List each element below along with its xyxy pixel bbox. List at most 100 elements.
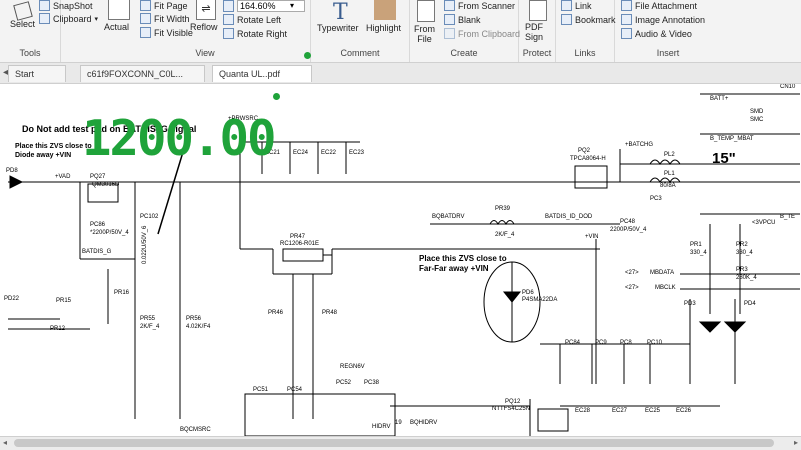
- fit-visible-button[interactable]: Fit Visible: [140, 27, 193, 38]
- schematic-label-batdis-g: BATDIS_G: [82, 249, 112, 255]
- scanner-icon: [444, 0, 455, 11]
- highlight-button[interactable]: Highlight: [366, 23, 402, 33]
- rotate-right-button[interactable]: Rotate Right: [223, 28, 287, 39]
- schematic-pd4: PD4: [744, 301, 756, 307]
- insert-group: File Attachment Image Annotation Audio &…: [615, 0, 801, 62]
- tab-foxconn-pdf[interactable]: c61f9FOXCONN_C0L...: [80, 65, 205, 82]
- schematic-pr47: PR47: [290, 234, 306, 240]
- actual-size-icon: [108, 0, 130, 20]
- blank-page-icon: [444, 14, 455, 25]
- schematic-pr55-value: 2K/F_4: [140, 324, 160, 330]
- paperclip-icon: [621, 0, 632, 11]
- blank-button[interactable]: Blank: [444, 14, 481, 25]
- schematic-label-bqbatdrv: BQBATDRV: [432, 214, 465, 220]
- fit-page-button[interactable]: Fit Page: [140, 0, 188, 11]
- audio-video-button[interactable]: Audio & Video: [621, 28, 692, 39]
- schematic-pr3-value: 280K_4: [736, 275, 757, 281]
- overlay-dot-top: [304, 52, 311, 59]
- schematic-label-bqhidrv: BQHIDRV: [410, 420, 438, 426]
- clipboard-icon: [39, 13, 50, 24]
- schematic-pc48-value: 2200P/50V_4: [610, 227, 647, 233]
- schematic-pr55: PR55: [140, 316, 156, 322]
- schematic-pr48: PR48: [322, 310, 338, 316]
- schematic-ec27: EC27: [612, 408, 628, 414]
- rotate-right-icon: [223, 28, 234, 39]
- bookmark-button[interactable]: Bookmark: [561, 14, 616, 25]
- schematic-label-vad: +VAD: [55, 174, 71, 180]
- highlight-icon: [374, 0, 396, 20]
- schematic-label-mbclk: MBCLK: [655, 285, 676, 291]
- schematic-pc48: PC48: [620, 219, 636, 225]
- rotate-left-button[interactable]: Rotate Left: [223, 14, 281, 25]
- tab-start[interactable]: Start: [8, 65, 66, 82]
- schematic-label-batchg: +BATCHG: [625, 142, 654, 148]
- tab-scroll-icon[interactable]: ◂: [3, 67, 9, 78]
- schematic-pd8: PD8: [6, 168, 18, 174]
- schematic-label-3vpcu: <3VPCU: [752, 220, 776, 226]
- schematic-pr46: PR46: [268, 310, 284, 316]
- clipboard-button[interactable]: Clipboard ▾: [39, 13, 98, 24]
- insert-group-label: Insert: [656, 48, 680, 58]
- schematic-pd6-value: P4SMA22DA: [522, 297, 558, 303]
- horizontal-scrollbar[interactable]: ◂ ▸: [0, 436, 801, 450]
- from-file-button[interactable]: From File: [414, 24, 435, 44]
- snapshot-button[interactable]: SnapShot: [39, 0, 93, 11]
- schematic-ec23: EC23: [349, 150, 365, 156]
- schematic-label-prwsrc: +PRWSRC: [228, 116, 259, 122]
- view-group: Actual Fit Page Fit Width Fit Visible ⇌ …: [100, 0, 311, 62]
- overlay-dot-bottom: [273, 93, 280, 100]
- schematic-pr15: PR15: [56, 298, 72, 304]
- schematic-pr2-value: 330_4: [736, 250, 753, 256]
- overlay-value-readout: 1200.00: [82, 110, 277, 167]
- scroll-right-icon[interactable]: ▸: [793, 438, 798, 447]
- tools-group: Select Tools: [0, 0, 61, 62]
- image-annotation-button[interactable]: Image Annotation: [621, 14, 705, 25]
- tab-quanta-pdf[interactable]: Quanta UL..pdf: [212, 65, 312, 82]
- schematic-pl2: PL2: [664, 152, 675, 158]
- ribbon-toolbar: Select Tools SnapShot Clipboard ▾ Actual…: [0, 0, 801, 63]
- reflow-button[interactable]: Reflow: [190, 22, 218, 32]
- schematic-pr2: PR2: [736, 242, 748, 248]
- pdf-sign-icon: [529, 0, 547, 21]
- schematic-label-smc: SMC: [750, 117, 764, 123]
- schematic-pc102-value: 0.022U/50V_6: [142, 225, 148, 264]
- fit-width-button[interactable]: Fit Width: [140, 13, 190, 24]
- link-icon: [561, 0, 572, 11]
- schematic-label-regn6v: REGN6V: [340, 364, 365, 370]
- schematic-ec26: EC26: [676, 408, 692, 414]
- from-scanner-button[interactable]: From Scanner: [444, 0, 515, 11]
- protect-group: PDF Sign Protect: [519, 0, 556, 62]
- schematic-pq12: PQ12: [505, 399, 521, 405]
- schematic-pd3: PD3: [684, 301, 696, 307]
- scroll-left-icon[interactable]: ◂: [3, 438, 8, 447]
- link-button[interactable]: Link: [561, 0, 592, 11]
- fit-width-icon: [140, 13, 151, 24]
- schematic-tpca8064h: TPCA8064-H: [570, 156, 606, 162]
- from-clipboard-button[interactable]: From Clipboard: [444, 28, 520, 39]
- schematic-pr1: PR1: [690, 242, 702, 248]
- select-button[interactable]: Select: [10, 1, 35, 29]
- schematic-pr16: PR16: [114, 290, 130, 296]
- schematic-pr39-value: 2K/F_4: [495, 232, 515, 238]
- schematic-label-hidrv: HIDRV: [372, 424, 391, 430]
- schematic-ec28: EC28: [575, 408, 591, 414]
- zoom-level-field[interactable]: 164.60%: [237, 0, 305, 12]
- comment-group: T Typewriter Highlight Comment: [311, 0, 410, 62]
- schematic-pc102: PC102: [140, 214, 159, 220]
- media-icon: [621, 28, 632, 39]
- fit-page-icon: [140, 0, 151, 11]
- typewriter-button[interactable]: Typewriter: [317, 23, 359, 33]
- file-attachment-button[interactable]: File Attachment: [621, 0, 697, 11]
- schematic-pc51: PC51: [253, 387, 269, 393]
- schematic-pr47-value: RC1206-R01E: [280, 241, 320, 247]
- schematic-label-b-temp-mbat: B_TEMP_MBAT: [710, 136, 754, 142]
- schematic-pc54: PC54: [287, 387, 303, 393]
- document-view[interactable]: Do Not add test pad on BATDIS_G signal P…: [0, 84, 801, 436]
- zoom-dropdown-icon[interactable]: ▾: [290, 1, 295, 10]
- schematic-pl1: PL1: [664, 171, 675, 177]
- schematic-ec22: EC22: [321, 150, 337, 156]
- actual-size-button[interactable]: Actual: [104, 22, 130, 32]
- horizontal-scroll-thumb[interactable]: [14, 439, 774, 447]
- comment-group-label: Comment: [340, 48, 380, 58]
- pdf-sign-button[interactable]: PDF Sign: [525, 22, 544, 42]
